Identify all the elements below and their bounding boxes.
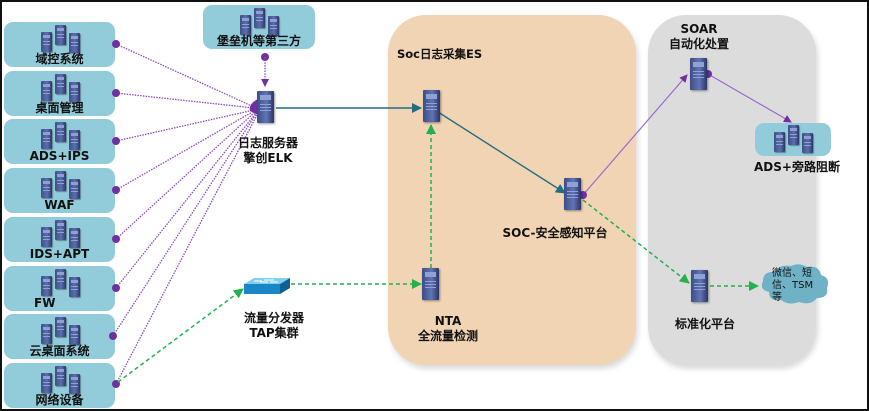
link-dot — [109, 332, 117, 340]
link-dot — [579, 191, 587, 199]
soc-platform-label: SOC-安全感知平台 — [502, 226, 608, 240]
third-party-label: 堡垒机等第三方 — [216, 34, 301, 48]
notify-cloud-line2: 信、TSM — [772, 280, 814, 291]
notify-cloud-icon[interactable] — [759, 262, 831, 306]
soc-zone — [388, 15, 636, 365]
soar-zone — [648, 15, 816, 365]
source-label: 域控系统 — [35, 52, 84, 66]
std-platform-server-icon[interactable] — [691, 270, 708, 302]
nta-label-line2: 全流量检测 — [417, 329, 479, 343]
link-network-devices — [115, 114, 258, 385]
source-label: ADS+IPS — [29, 149, 90, 163]
log-server-label-line2: 擎创ELK — [243, 151, 293, 165]
notify-cloud-text: 微信、短 信、TSM 等 — [772, 268, 822, 304]
link-domain-control — [115, 43, 255, 108]
log-server-label: 日志服务器 擎创ELK — [238, 136, 298, 166]
source-desktop-mgmt[interactable]: 桌面管理 — [4, 71, 115, 116]
source-label: 网络设备 — [35, 393, 84, 407]
server-group-icon — [33, 220, 87, 248]
ads-block-group[interactable] — [755, 123, 831, 156]
source-ads-ips[interactable]: ADS+IPS — [4, 119, 115, 164]
link-waf — [115, 110, 255, 191]
log-server-label-line1: 日志服务器 — [237, 136, 299, 150]
link-ads-ips — [115, 109, 255, 142]
notify-cloud-line3: 等 — [772, 292, 782, 303]
source-cloud-desktop[interactable]: 云桌面系统 — [4, 314, 115, 359]
soc-platform-server-icon[interactable] — [564, 178, 581, 210]
server-group-icon — [232, 8, 286, 36]
link-soar-to-ads — [707, 73, 792, 123]
link-dot — [112, 137, 120, 145]
server-group-icon — [33, 74, 87, 102]
server-group-icon — [33, 171, 87, 199]
server-group-icon — [766, 125, 820, 153]
soar-label-line2: 自动化处置 — [668, 37, 730, 51]
third-party-group[interactable]: 堡垒机等第三方 — [203, 5, 315, 49]
tap-label-line1: 流量分发器 — [243, 311, 305, 325]
log-server-fan-marker — [249, 99, 258, 115]
soc-zone-title: Soc日志采集ES — [397, 47, 483, 61]
std-platform-label: 标准化平台 — [674, 317, 736, 331]
server-group-icon — [33, 269, 87, 297]
link-dot — [112, 284, 120, 292]
es-collector-server-icon[interactable] — [423, 90, 440, 122]
nta-label-line1: NTA — [434, 314, 462, 328]
source-waf[interactable]: WAF — [4, 168, 115, 213]
source-domain-control[interactable]: 域控系统 — [4, 22, 115, 67]
soar-label-line1: SOAR — [680, 22, 718, 36]
tap-label: 流量分发器 TAP集群 — [244, 311, 304, 341]
link-ids-apt — [115, 111, 256, 240]
source-label: 桌面管理 — [35, 101, 84, 115]
soar-server-icon[interactable] — [690, 58, 707, 90]
server-group-icon — [33, 317, 87, 345]
link-soc-to-std — [582, 199, 690, 284]
source-label: 云桌面系统 — [29, 344, 90, 358]
source-link-dots — [109, 40, 269, 388]
ads-block-label: ADS+旁路阻断 — [754, 160, 840, 174]
link-dot — [112, 235, 120, 243]
link-fw — [115, 112, 257, 289]
log-server-icon[interactable] — [257, 91, 274, 123]
nta-label: NTA 全流量检测 — [418, 314, 478, 344]
source-label: WAF — [44, 198, 75, 212]
link-es-to-soc — [437, 111, 566, 194]
link-dot — [112, 40, 120, 48]
soar-label: SOAR 自动化处置 — [669, 22, 729, 52]
source-ids-apt[interactable]: IDS+APT — [4, 217, 115, 262]
source-label: IDS+APT — [29, 247, 90, 261]
tap-label-line2: TAP集群 — [249, 326, 299, 340]
link-dot — [112, 89, 120, 97]
link-dot — [112, 186, 120, 194]
link-network-to-tap — [117, 288, 244, 383]
server-group-icon — [33, 366, 87, 394]
server-group-icon — [33, 25, 87, 53]
link-soc-to-soar — [582, 74, 688, 196]
source-label: FW — [34, 296, 56, 310]
source-network-devices[interactable]: 网络设备 — [4, 363, 115, 408]
nta-server-icon[interactable] — [422, 268, 439, 300]
source-fw[interactable]: FW — [4, 266, 115, 311]
tap-switch-icon[interactable] — [240, 277, 290, 297]
notify-cloud-line1: 微信、短 — [772, 268, 812, 279]
link-desktop-mgmt — [115, 92, 255, 109]
link-cloud-desktop — [112, 113, 257, 337]
source-links — [112, 43, 258, 385]
server-group-icon — [33, 122, 87, 150]
